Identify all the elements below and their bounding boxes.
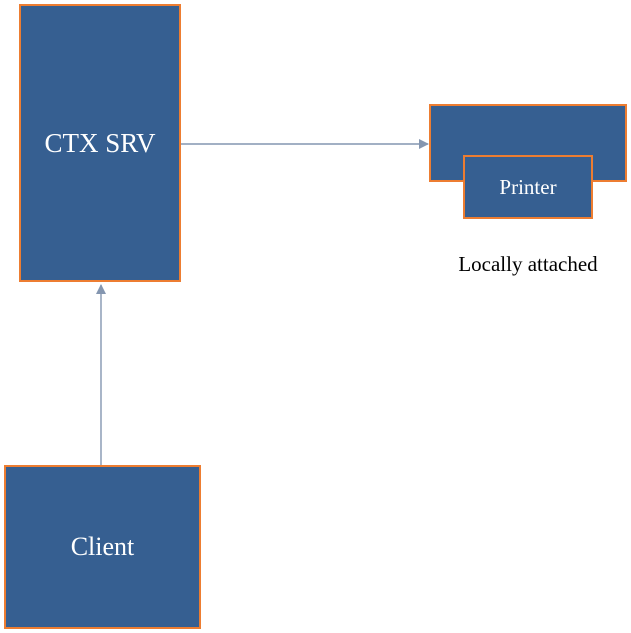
server-node: CTX SRV: [19, 4, 181, 282]
printer-node: Printer: [463, 155, 593, 219]
server-label: CTX SRV: [44, 127, 156, 158]
client-label: Client: [70, 532, 135, 561]
printer-caption: Locally attached: [458, 252, 598, 276]
client-node: Client: [4, 465, 201, 629]
printer-label: Printer: [499, 174, 557, 199]
